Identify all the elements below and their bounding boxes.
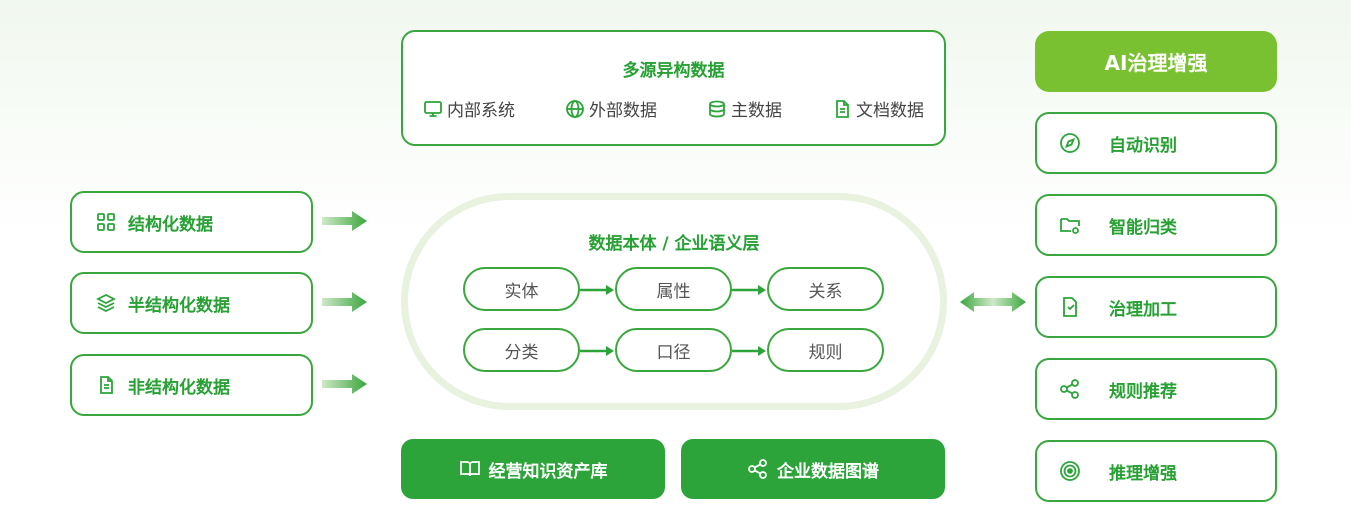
ontology-node-category: 分类: [463, 328, 580, 372]
ai-item-reasoning-enhance: 推理增强: [1035, 440, 1277, 502]
source-label: 外部数据: [589, 101, 657, 121]
file-edit-icon: [1059, 296, 1081, 318]
connector-arrow: [580, 346, 614, 356]
ontology-title: 数据本体 / 企业语义层: [588, 234, 760, 254]
ontology-panel: 数据本体 / 企业语义层 实体 属性 关系 分类 口径 规则: [401, 193, 947, 410]
flow-arrow: [322, 211, 367, 231]
ontology-node-entity: 实体: [463, 267, 580, 311]
output-label: 企业数据图谱: [777, 461, 879, 482]
connector-arrow: [732, 285, 766, 295]
input-label: 半结构化数据: [128, 295, 230, 316]
ai-item-label: 智能归类: [1109, 217, 1177, 238]
data-graph-button[interactable]: 企业数据图谱: [681, 439, 945, 499]
source-item-internal: 内部系统: [423, 96, 515, 121]
database-icon: [707, 99, 727, 119]
source-label: 内部系统: [447, 101, 515, 121]
ai-item-auto-identify: 自动识别: [1035, 112, 1277, 174]
source-item-master: 主数据: [707, 96, 782, 121]
sources-panel: 多源异构数据 内部系统 外部数据 主数据 文档数据: [401, 30, 946, 146]
document-icon: [832, 99, 852, 119]
ontology-node-caliber: 口径: [615, 328, 732, 372]
folder-settings-icon: [1059, 214, 1081, 236]
flow-arrow: [322, 374, 367, 394]
ai-item-label: 自动识别: [1109, 135, 1177, 156]
source-item-external: 外部数据: [565, 96, 657, 121]
bidirectional-arrow: [960, 292, 1026, 312]
monitor-icon: [423, 99, 443, 119]
document-icon: [96, 375, 116, 395]
output-label: 经营知识资产库: [488, 461, 608, 482]
input-unstructured: 非结构化数据: [70, 354, 313, 416]
source-item-document: 文档数据: [832, 96, 924, 121]
target-icon: [1059, 460, 1081, 482]
sources-title: 多源异构数据: [622, 61, 725, 81]
ontology-node-relation: 关系: [767, 267, 884, 311]
grid-icon: [96, 212, 116, 232]
compass-icon: [1059, 132, 1081, 154]
connector-arrow: [732, 346, 766, 356]
share-icon: [747, 458, 769, 480]
input-label: 非结构化数据: [128, 377, 230, 398]
connector-arrow: [580, 285, 614, 295]
input-semi-structured: 半结构化数据: [70, 272, 313, 334]
ontology-node-rule: 规则: [767, 328, 884, 372]
input-label: 结构化数据: [128, 214, 213, 235]
ontology-node-attribute: 属性: [615, 267, 732, 311]
ai-item-label: 治理加工: [1109, 299, 1177, 320]
ai-item-smart-classify: 智能归类: [1035, 194, 1277, 256]
ai-item-governance-processing: 治理加工: [1035, 276, 1277, 338]
ai-governance-header: AI治理增强: [1035, 31, 1277, 92]
ai-item-label: 规则推荐: [1109, 381, 1177, 402]
flow-arrow: [322, 292, 367, 312]
ai-item-label: 推理增强: [1109, 463, 1177, 484]
globe-icon: [565, 99, 585, 119]
share-icon: [1059, 378, 1081, 400]
layers-icon: [96, 293, 116, 313]
knowledge-asset-button[interactable]: 经营知识资产库: [401, 439, 665, 499]
book-icon: [459, 459, 481, 479]
source-label: 文档数据: [856, 101, 924, 121]
source-label: 主数据: [731, 101, 782, 121]
ai-item-rule-recommend: 规则推荐: [1035, 358, 1277, 420]
input-structured: 结构化数据: [70, 191, 313, 253]
